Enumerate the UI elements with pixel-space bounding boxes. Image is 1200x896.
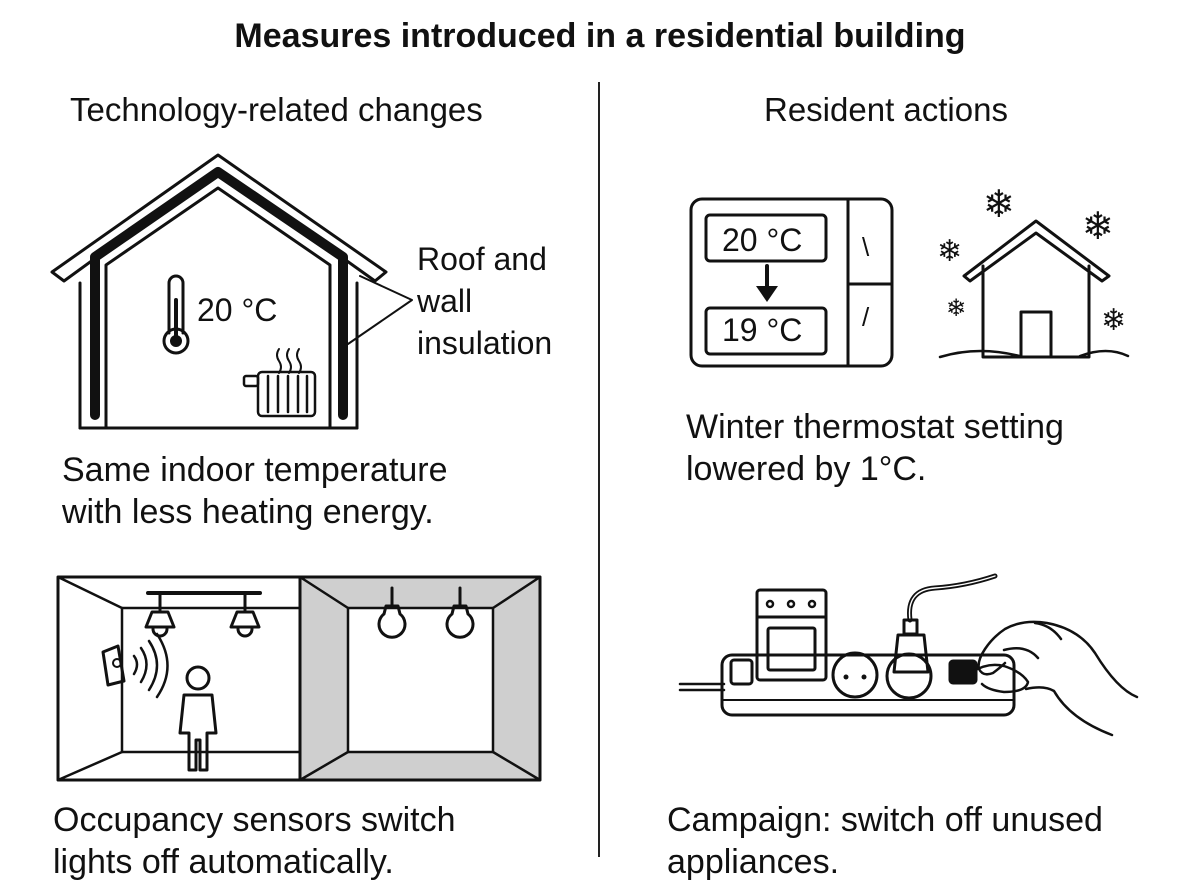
house-roof-outline — [50, 153, 388, 283]
ceiling-lamp-icon — [229, 591, 261, 638]
house-door — [1019, 310, 1053, 359]
snowy-house-illustration — [938, 219, 1130, 359]
motion-sensor-icon — [101, 632, 169, 699]
thermostat-caption-line-2: lowered by 1°C. — [686, 450, 927, 488]
page-title: Measures introduced in a residential bui… — [234, 17, 966, 55]
snowflake-icon: ❄ — [983, 184, 1015, 226]
house-inner-wall — [104, 186, 332, 430]
thermostat-from-temperature: 20 °C — [722, 222, 803, 258]
snowflake-icon: ❄ — [1082, 206, 1114, 248]
lightbulb-off-icon — [377, 586, 407, 639]
insulation-caption-line-1: Same indoor temperature — [62, 451, 448, 489]
power-strip-switch — [729, 658, 754, 686]
down-arrow-icon — [756, 286, 778, 302]
column-divider — [598, 82, 600, 857]
thermostat-down-button-label: / — [862, 302, 870, 332]
snowflake-icon: ❄ — [946, 295, 967, 322]
insulation-layer-icon — [90, 167, 348, 420]
lighting-caption-line-1: Occupancy sensors switch — [53, 801, 456, 839]
thermostat-display-top — [704, 213, 828, 263]
thermostat-to-temperature: 19 °C — [722, 312, 803, 348]
lightbulb-off-icon — [445, 586, 475, 639]
power-strip-body — [720, 653, 1016, 717]
lighting-rooms-illustration — [56, 575, 542, 782]
radiator-icon — [242, 348, 317, 418]
lighting-caption-line-2: lights off automatically. — [53, 843, 394, 881]
thermostat-up-button-label: \ — [862, 232, 870, 262]
thermometer-icon — [162, 274, 190, 355]
socket-icon — [831, 651, 879, 699]
snow-ground — [938, 349, 1130, 359]
oven-appliance-icon — [755, 588, 828, 682]
person-icon — [178, 665, 218, 772]
appliance-caption-line-1: Campaign: switch off unused — [667, 801, 1103, 839]
power-strip-illustration — [678, 651, 1016, 717]
thermostat-display-bottom — [704, 306, 828, 356]
socket-switch-icon — [948, 659, 978, 685]
snowflake-icon: ❄ — [1101, 304, 1127, 337]
thermostat-illustration — [689, 197, 894, 368]
hand-icon — [970, 620, 1139, 737]
plug-icon — [892, 573, 998, 674]
insulation-label-line-2: wall — [417, 283, 473, 319]
dark-room — [298, 575, 542, 782]
insulation-caption-line-2: with less heating energy. — [62, 493, 434, 531]
insulated-house-illustration — [50, 153, 413, 430]
house-outer-wall — [78, 281, 359, 430]
indoor-temperature-label: 20 °C — [197, 292, 278, 328]
ceiling-lamp-icon — [144, 591, 176, 638]
insulation-pointer-lines — [347, 275, 413, 345]
snowflake-icon: ❄ — [937, 235, 963, 268]
insulation-label-line-1: Roof and — [417, 241, 547, 277]
left-column-heading: Technology-related changes — [70, 91, 483, 128]
power-cable — [678, 682, 726, 692]
socket-icon — [885, 652, 933, 700]
appliance-caption-line-2: appliances. — [667, 843, 840, 881]
insulation-label-line-3: insulation — [417, 325, 553, 361]
thermostat-caption-line-1: Winter thermostat setting — [686, 408, 1064, 446]
right-column-heading: Resident actions — [764, 91, 1008, 128]
